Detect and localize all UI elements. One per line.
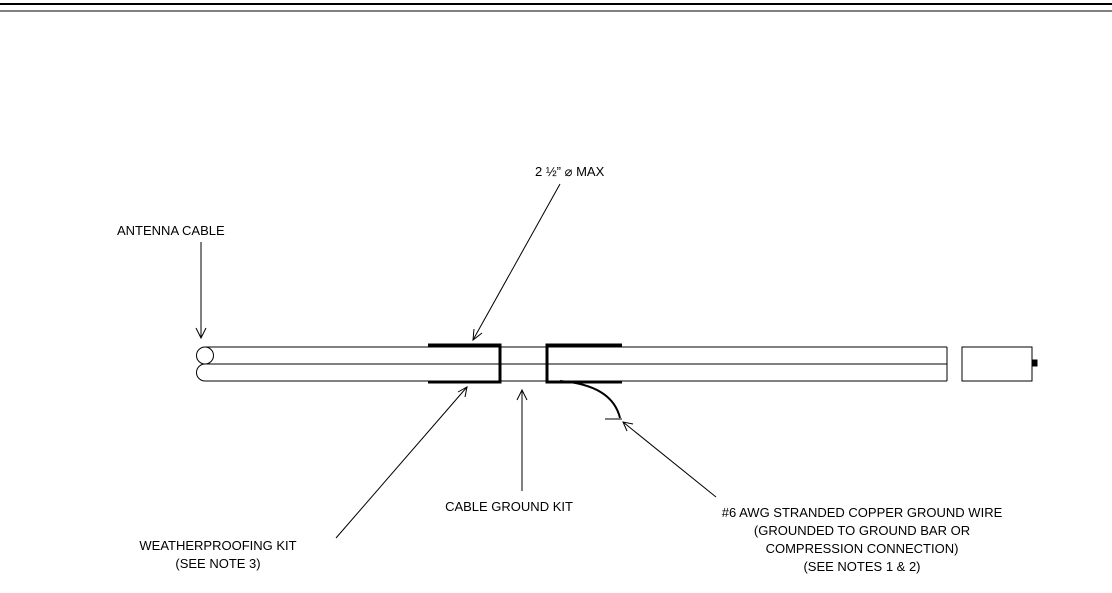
ground-wire-detail-2: COMPRESSION CONNECTION) xyxy=(766,541,959,556)
cable-ground-kit xyxy=(500,343,622,384)
antenna-cable-body xyxy=(196,346,947,382)
cable-ground-kit-label: CABLE GROUND KIT xyxy=(445,499,573,514)
leader-max-diameter xyxy=(472,183,561,342)
max-diameter-label: 2 ½” ⌀ MAX xyxy=(535,164,605,179)
weatherproofing-kit-label: WEATHERPROOFING KIT xyxy=(139,538,296,553)
ground-wire-detail-1: (GROUNDED TO GROUND BAR OR xyxy=(754,523,970,538)
cable-connector xyxy=(946,346,1038,382)
weatherproofing-kit-note: (SEE NOTE 3) xyxy=(175,556,260,571)
cable-end-bottom-curl xyxy=(196,363,206,382)
top-border xyxy=(0,3,1112,12)
ground-wire-label: #6 AWG STRANDED COPPER GROUND WIRE xyxy=(722,505,1003,520)
leader-weatherproofing-kit xyxy=(335,386,468,539)
weatherproofing-kit xyxy=(428,343,502,384)
ground-wire-note: (SEE NOTES 1 & 2) xyxy=(803,559,920,574)
ground-wire xyxy=(559,380,622,420)
leader-antenna-cable xyxy=(195,242,207,340)
antenna-cable-label: ANTENNA CABLE xyxy=(117,223,225,238)
leader-cable-ground-kit xyxy=(516,388,528,491)
leader-ground-wire xyxy=(622,421,717,498)
cable-end-top-curl xyxy=(196,346,206,365)
